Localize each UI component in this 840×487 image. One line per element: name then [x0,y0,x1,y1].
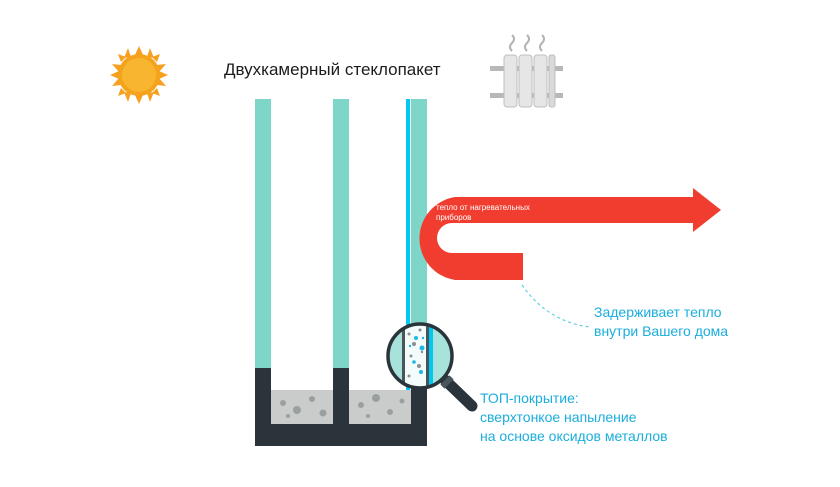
glass-pane-inner [411,99,427,368]
note-line: Задерживает тепло [594,304,722,320]
note-line: внутри Вашего дома [594,323,729,339]
glass-pane-outer [255,99,271,368]
heat-retention-note: Задерживает тепло внутри Вашего дома [594,303,754,341]
arrow-label: тепло от нагревательных приборов [436,203,556,223]
sun-icon [110,46,168,104]
radiator-icon [490,34,563,108]
note-line: на основе оксидов металлов [480,428,668,444]
arrow-label-line: тепло от нагревательных [436,203,530,212]
note-line: ТОП-покрытие: [480,390,579,406]
arrow-label-line: приборов [436,213,472,222]
heat-arrow [419,188,721,280]
heat-leader-line [521,284,591,328]
magnifier-icon [386,322,478,412]
note-line: сверхтонкое напыление [480,409,637,425]
diagram-title: Двухкамерный стеклопакет [224,60,441,79]
glass-pane-middle [333,99,349,368]
coating-layer [406,99,410,396]
coating-note: ТОП-покрытие: сверхтонкое напыление на о… [480,389,720,446]
window-frame [255,368,427,446]
